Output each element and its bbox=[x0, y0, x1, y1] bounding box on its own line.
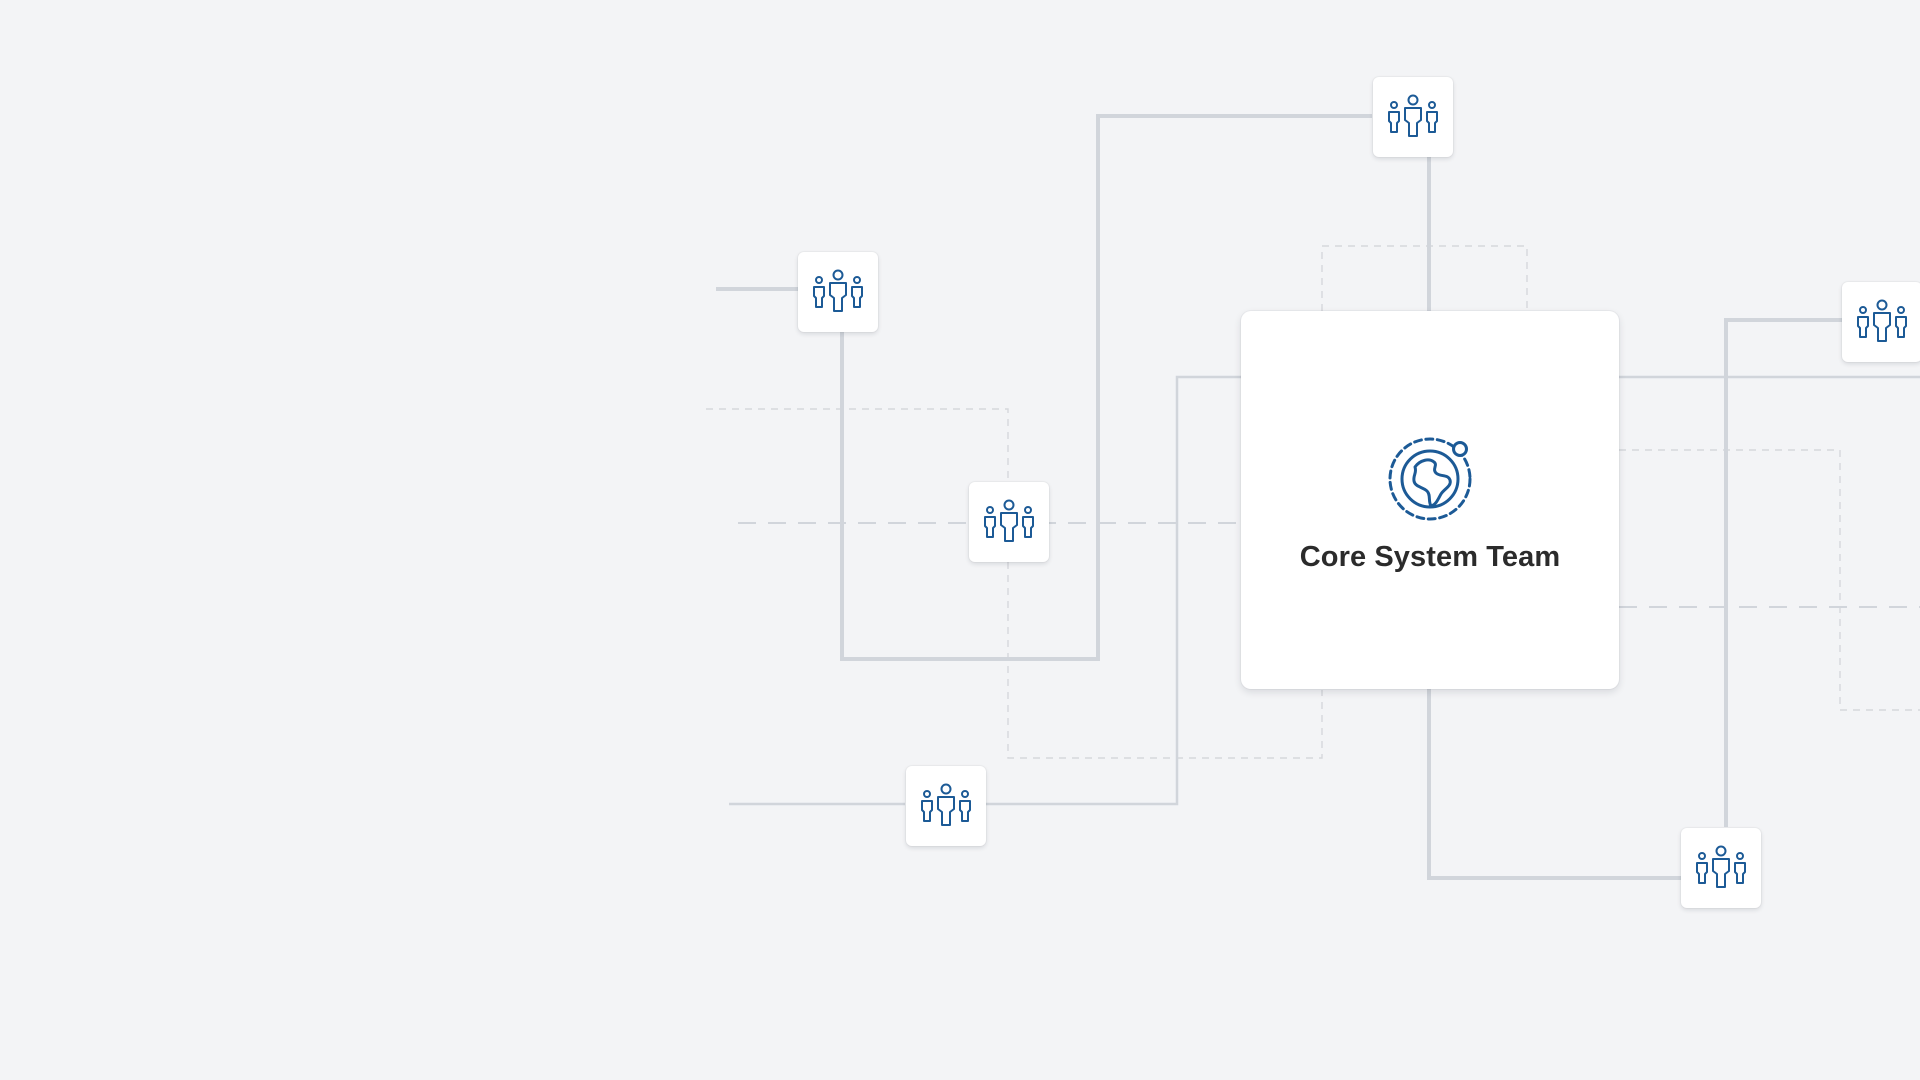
dashed-guide bbox=[1619, 449, 1920, 711]
team-node[interactable] bbox=[798, 252, 878, 332]
connector bbox=[840, 114, 1372, 661]
team-icon bbox=[1388, 94, 1438, 137]
team-icon bbox=[1857, 299, 1907, 342]
dashed-guide bbox=[1321, 245, 1528, 311]
team-icon bbox=[1696, 845, 1746, 888]
team-node[interactable] bbox=[1842, 282, 1920, 362]
globe-icon bbox=[1388, 437, 1472, 520]
team-node[interactable] bbox=[906, 766, 986, 846]
team-icon bbox=[813, 269, 863, 312]
connector bbox=[1724, 318, 1842, 827]
team-node[interactable] bbox=[969, 482, 1049, 562]
connector bbox=[1427, 689, 1681, 880]
core-system-card[interactable]: Core System Team bbox=[1241, 311, 1619, 689]
team-icon bbox=[984, 499, 1034, 542]
team-icon bbox=[921, 783, 971, 826]
team-node[interactable] bbox=[1373, 77, 1453, 157]
main-title: Core System Team bbox=[1299, 540, 1561, 573]
dashed-guide bbox=[706, 408, 1323, 759]
connector bbox=[985, 375, 1241, 806]
team-node[interactable] bbox=[1681, 828, 1761, 908]
